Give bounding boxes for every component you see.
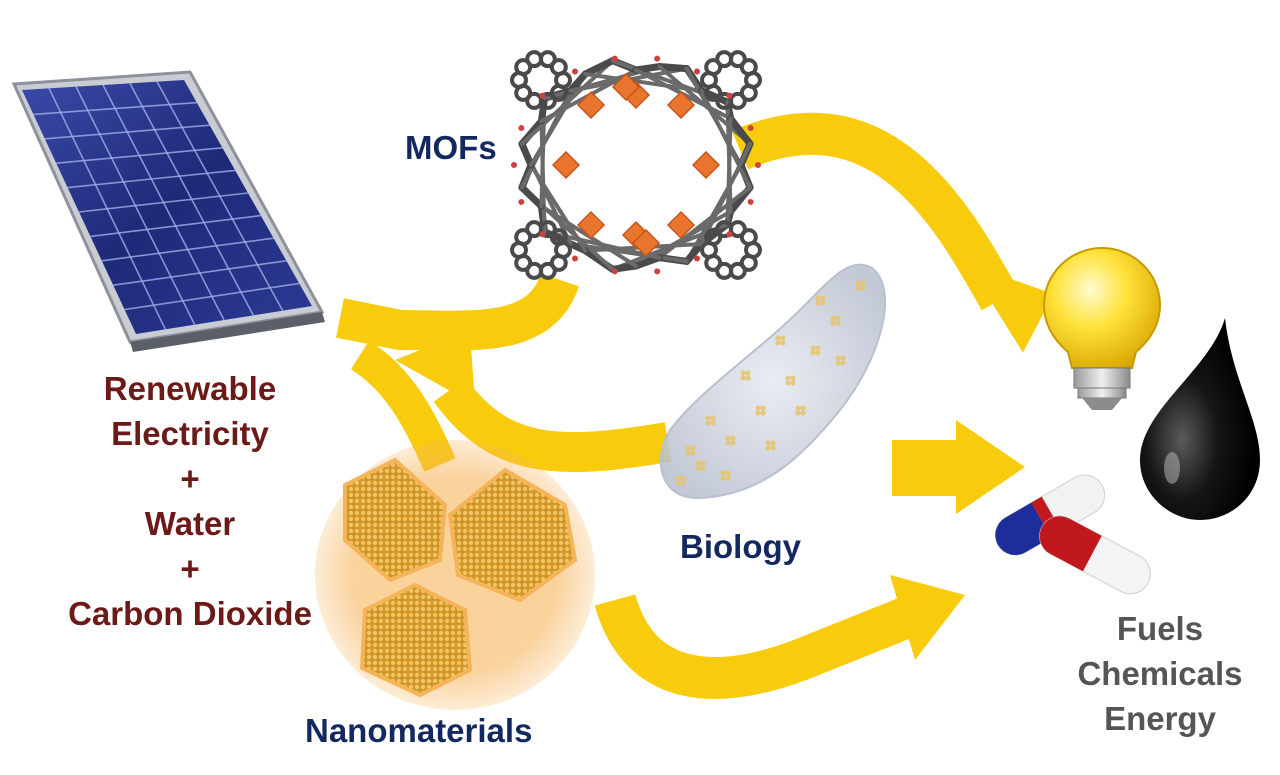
- arrow-head-mof: [967, 263, 1054, 353]
- arrow-head-nano: [890, 575, 965, 660]
- mof-structure-icon: [510, 50, 762, 280]
- arrow-bio-to-products-shaft: [892, 440, 956, 496]
- bacterium-icon: [659, 263, 886, 500]
- arrow-head-electricity: [395, 330, 475, 405]
- inputs-label: Renewable Electricity + Water + Carbon D…: [40, 366, 340, 636]
- biology-label: Biology: [680, 528, 801, 565]
- arrow-nano-to-products: [594, 592, 928, 699]
- input-water: Water: [144, 505, 236, 542]
- output-fuels: Fuels: [1116, 610, 1204, 647]
- arrow-mof-to-products: [731, 112, 1019, 311]
- arrow-bio-to-electricity: [433, 377, 672, 473]
- mofs-label: MOFs: [405, 129, 497, 166]
- arrow-bio-to-products-head: [956, 420, 1025, 514]
- output-energy: Energy: [1104, 700, 1216, 737]
- input-renewable: Renewable: [103, 370, 277, 407]
- input-plus-2: +: [180, 550, 200, 587]
- output-chemicals: Chemicals: [1077, 655, 1243, 692]
- nanoparticle-icon: [315, 440, 595, 710]
- input-plus-1: +: [180, 460, 200, 497]
- input-electricity: Electricity: [111, 415, 269, 452]
- solar-panel-icon: [11, 70, 325, 352]
- capsule-pill-icon: [994, 474, 1151, 595]
- light-bulb-icon: [1042, 246, 1162, 410]
- arrow-mof-to-electricity: [336, 272, 579, 351]
- nanomaterials-label: Nanomaterials: [305, 712, 533, 749]
- outputs-label: Fuels Chemicals Energy: [1060, 606, 1260, 741]
- oil-drop-icon: [1140, 318, 1260, 520]
- input-carbon-dioxide: Carbon Dioxide: [68, 595, 312, 632]
